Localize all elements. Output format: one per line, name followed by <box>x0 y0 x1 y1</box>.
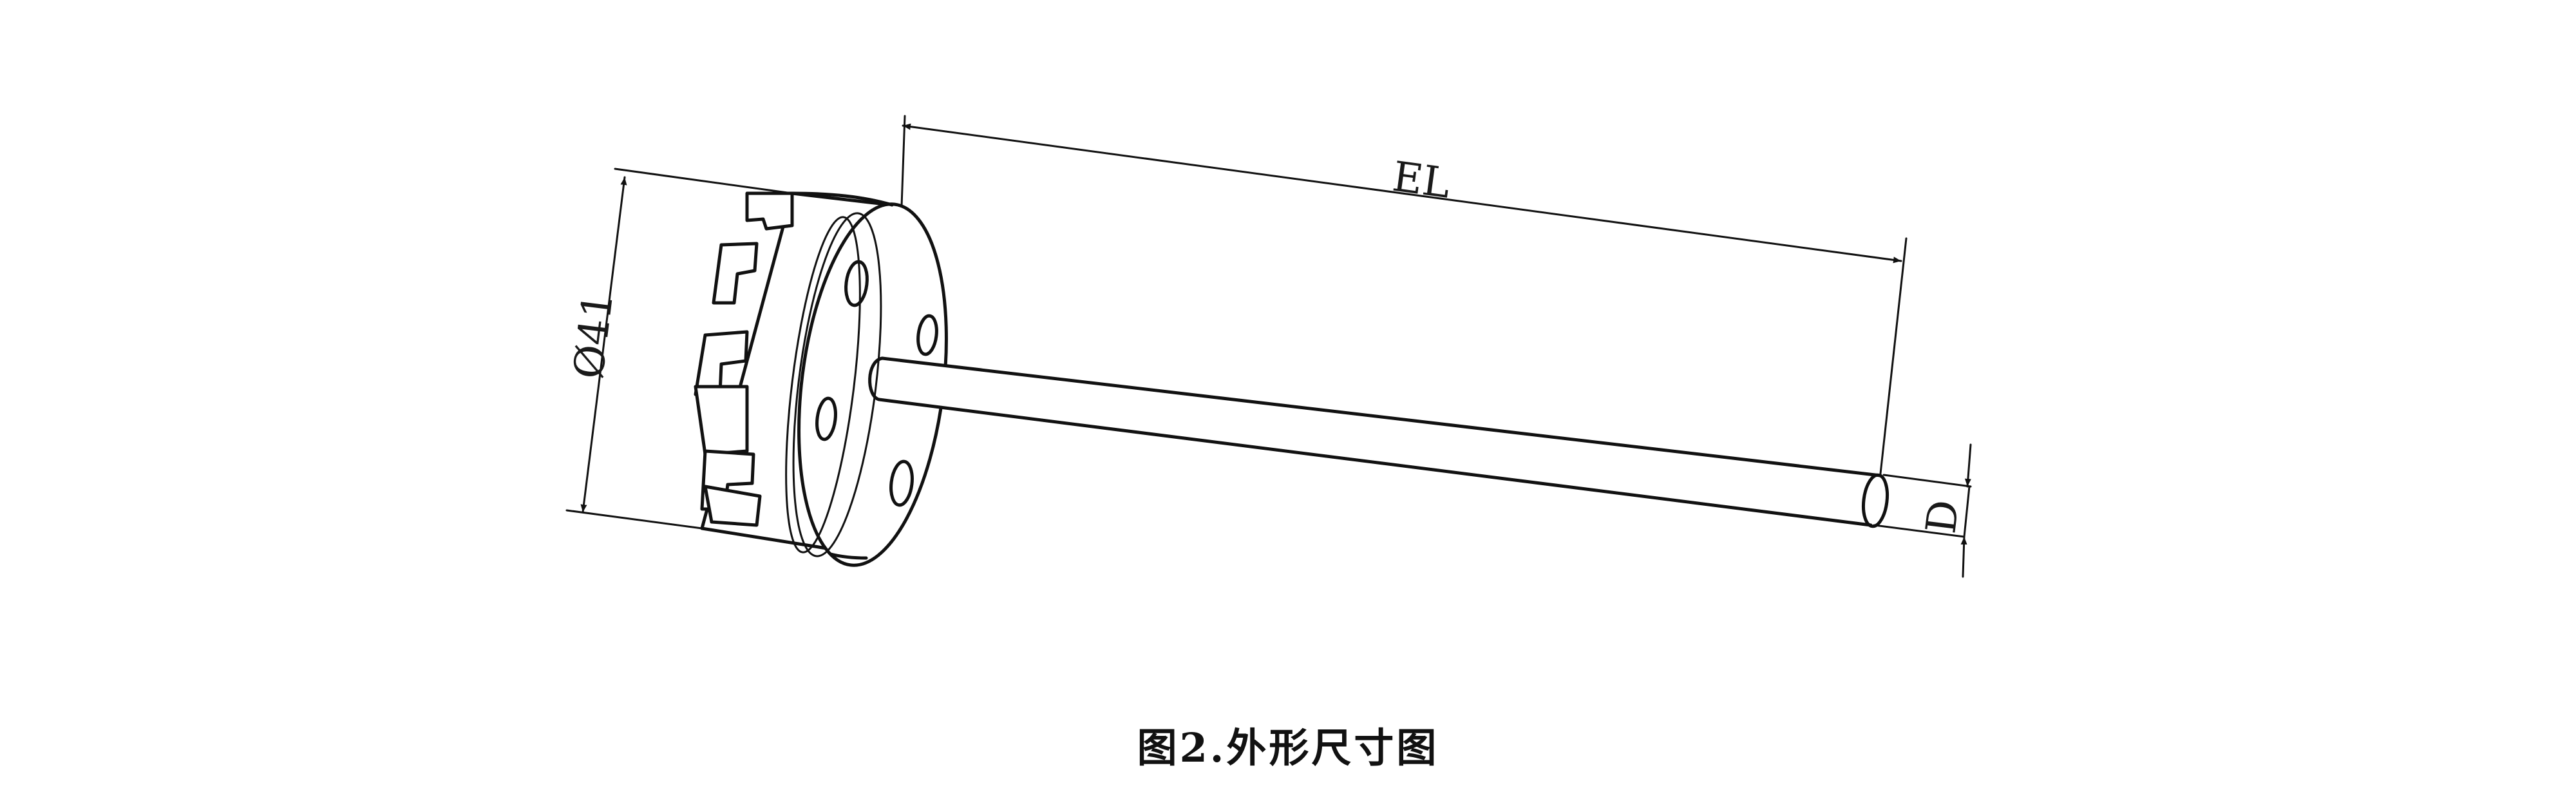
dimension-el: EL <box>900 115 1908 475</box>
sheath-tube <box>868 356 1889 528</box>
tube-diameter-label: D <box>1917 497 1969 536</box>
length-label: EL <box>1390 153 1453 208</box>
figure-caption: 图2.外形尺寸图 <box>1137 724 1439 771</box>
dimension-diameter: Ø41 <box>565 168 793 530</box>
tube-end <box>1861 473 1889 528</box>
bolt-holes <box>815 260 938 507</box>
diameter-label: Ø41 <box>565 290 623 381</box>
castellated-terminals <box>694 191 794 527</box>
flange-head <box>694 191 948 567</box>
dimension-tube-diameter: D <box>1873 443 1972 578</box>
